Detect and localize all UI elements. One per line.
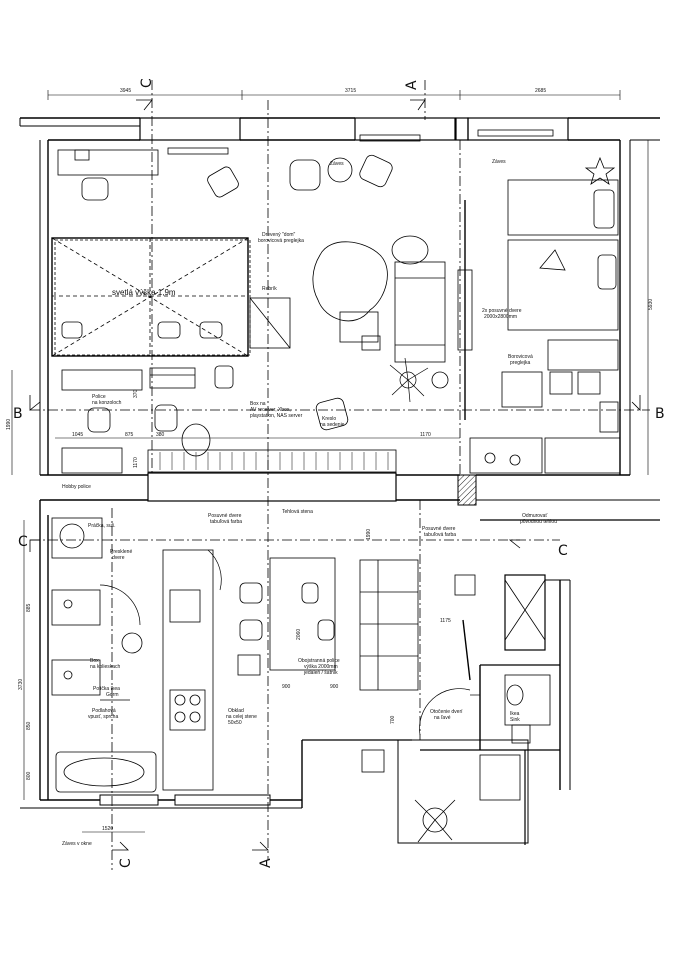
label-svetla-vyska: svetlá výška 1,9m [112,288,176,297]
label-box-kol-2: na kolieskach [90,664,121,670]
outer-walls [19,117,660,845]
section-c-bottom: C [118,858,134,868]
label-otocenie-1: Otočenie dverí [430,709,463,715]
label-dreveny-dom-1: Drevený "dom" [262,232,296,238]
dim-right-1: 5930 [648,299,654,310]
dim-inner-9: 700 [390,715,396,724]
label-zaves-right: Záves [492,159,506,165]
dim-inner-3: 380 [156,432,165,438]
label-presklene-2: dvere [112,555,125,561]
doors [99,549,480,736]
label-box-na-3: playstation, NAS server [250,413,303,419]
bathroom [51,517,551,843]
dimension-texts: 3945 3715 2685 1990 3730 885 850 800 593… [6,88,654,832]
section-c-left: C [18,534,28,550]
label-posuvne-tab-b-1: Posuvné dvere [422,526,456,532]
section-b-left: B [13,406,23,422]
section-axes [30,80,650,870]
label-posuvne-tab-2: tabuľová farba [210,519,242,525]
label-obklad-2: na celej stene [226,714,257,720]
label-police-2: na konzoloch [92,400,122,406]
section-c-top: C [139,78,155,88]
label-police-1: Police [92,394,106,400]
label-dreveny-dom-2: borovicová preglejka [258,238,304,244]
label-posuvne-dvere-2: 2000x2800mm [484,314,517,320]
dim-inner-2: 875 [125,432,134,438]
label-pracka: Práčka, suš. [88,523,116,529]
label-hobby: Hobby police [62,484,91,490]
label-posuvne-dvere-1: 2x posuvné dvere [482,308,522,314]
dim-inner-10: 1175 [440,618,451,624]
label-posuvne-tab-1: Posuvné dvere [208,513,242,519]
label-odmurovat-2: pôvodnou tehlou [520,519,557,525]
label-podlahova-1: Podlahová [92,708,116,714]
dim-top-2: 3715 [345,88,356,94]
label-policka-2: Gorm [106,692,119,698]
label-obklad-1: Obklad [228,708,244,714]
label-otocenie-2: na ľavé [434,715,451,721]
label-box-kol-1: Box [90,658,99,664]
dim-inner-4: 1170 [420,432,431,438]
section-a-top: A [404,80,420,90]
label-kreslo-2: na sedenie [320,422,345,428]
dim-inner-13: 1990 [366,529,372,540]
label-rebrik: Rebrík [262,286,277,292]
label-obojstranna-2: výška 2000mm [304,664,338,670]
label-tehlova: Tehlová stena [282,509,313,515]
label-borovicova-2: preglejka [510,360,531,366]
dim-inner-6: 900 [282,684,291,690]
label-zaves-okno: Záves v okne [62,841,92,847]
dim-inner-5: 1170 [133,457,139,468]
section-c-right: C [558,543,568,559]
dim-inner-11: 1520 [102,826,113,832]
dim-inner-1: 1045 [72,432,83,438]
label-podlahova-2: vpusť, sprcha [88,714,118,720]
label-obojstranna-3: jedáleň / šatník [303,670,338,676]
dim-inner-7: 900 [330,684,339,690]
label-borovicova-1: Borovicová [508,354,533,360]
label-posuvne-tab-b-2: tabuľová farba [424,532,456,538]
label-zaves-top: Záves [330,161,344,167]
dim-left-5: 800 [26,771,32,780]
label-policka-1: Polička Ikea [93,686,120,692]
dim-left-4: 850 [26,721,32,730]
dim-inner-12: 370 [133,389,139,398]
label-ikea-1: Ikea [510,711,520,717]
section-labels: C A B B C C C A [13,78,665,868]
bedroom [457,156,621,474]
dim-top-1: 3945 [120,88,131,94]
label-obklad-3: 50x50 [228,720,242,726]
annotations: Záves Záves Drevený "dom" borovicová pre… [62,159,557,847]
label-ikea-2: Sink [510,717,520,723]
label-box-na-1: Box na [250,401,266,407]
living-room [51,129,554,474]
label-presklene-1: Presklené [110,549,132,555]
label-odmurovat-1: Odmurovať [522,513,547,519]
dim-left-2: 3730 [18,679,24,690]
section-b-right: B [655,406,665,422]
label-box-na-2: AV receiver, Xbox, [250,407,291,413]
dimension-lines [11,90,649,833]
label-obojstranna-1: Obojstranná police [298,658,340,664]
dim-top-3: 2685 [535,88,546,94]
dim-inner-8: 2060 [296,629,302,640]
dim-left-3: 885 [26,603,32,612]
label-kreslo-1: Kreslo [322,416,336,422]
dim-left-1: 1990 [6,419,12,430]
section-a-bottom: A [258,858,274,868]
